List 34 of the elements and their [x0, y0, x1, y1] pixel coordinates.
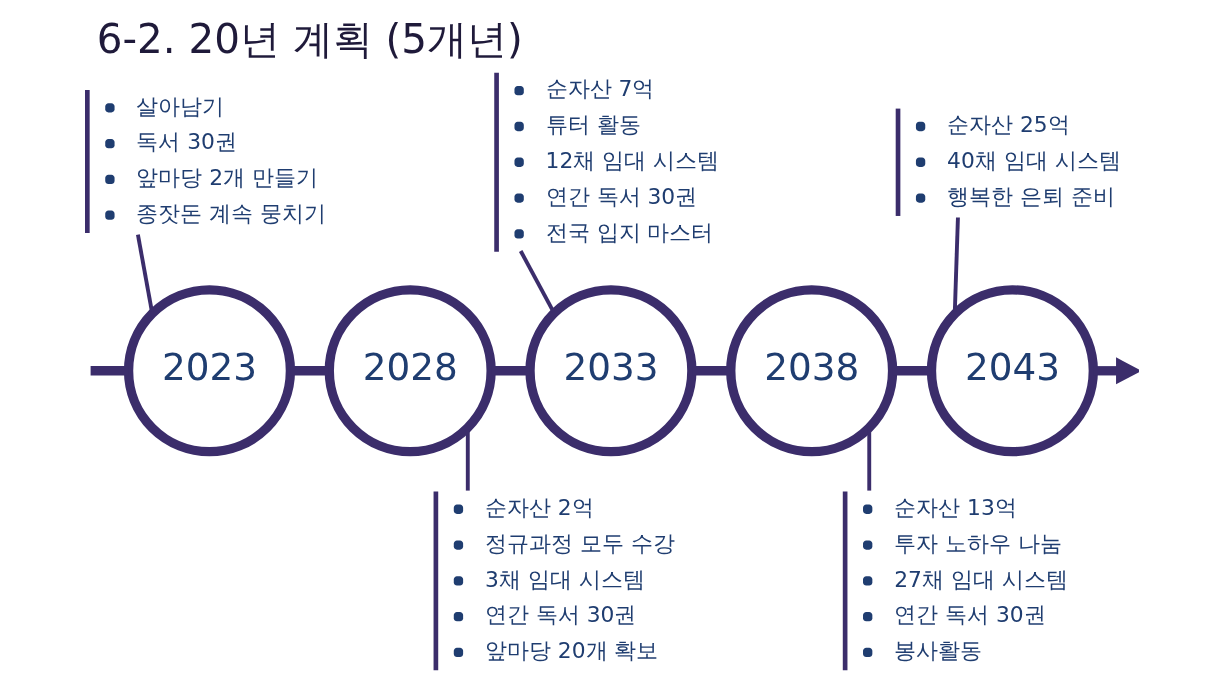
connector [952, 217, 960, 312]
node-circle: 2028 [324, 285, 496, 457]
node-circle: 2033 [524, 285, 697, 457]
connector [465, 429, 470, 491]
node-label: 연간 독서 30권 [484, 602, 636, 628]
node-label: 튜터 활동 [545, 112, 641, 138]
node-label: 행복한 은퇴 준비 [946, 183, 1115, 209]
node-label: 앞마당 20개 확보 [484, 638, 658, 664]
diagram-title: 6-2. 20년 계획 (5개년) [96, 15, 523, 64]
node-label: 27채 임대 시스템 [893, 566, 1068, 592]
node-label: 투자 노하우 나눔 [893, 530, 1062, 556]
node-label: 독서 30권 [135, 129, 237, 155]
node-label: 봉사활동 [893, 638, 982, 664]
connector [518, 250, 555, 313]
node-label: 12채 임대 시스템 [545, 148, 719, 174]
node-label: 순자산 2억 [484, 495, 594, 521]
node-circle: 2023 [123, 285, 295, 457]
node-label: 종잣돈 계속 뭉치기 [135, 200, 326, 226]
connector [135, 234, 154, 312]
node-label: 순자산 7억 [545, 76, 654, 102]
node-label: 연간 독서 30권 [545, 183, 697, 209]
node-label: 3채 임대 시스템 [484, 566, 645, 592]
node-label: 앞마당 2개 만들기 [135, 165, 318, 191]
node-label: 순자산 13억 [893, 495, 1017, 521]
node-circle: 2043 [926, 285, 1098, 457]
node-label: 순자산 25억 [946, 112, 1070, 138]
node-circle: 2038 [725, 285, 897, 457]
connector [866, 429, 871, 491]
node-label: 정규과정 모두 수강 [484, 530, 675, 556]
node-label: 전국 입지 마스터 [545, 219, 713, 245]
node-label: 연간 독서 30권 [893, 602, 1046, 628]
node-label: 40채 임대 시스템 [946, 148, 1121, 174]
connector [90, 366, 128, 376]
node-label: 살아남기 [135, 93, 224, 119]
